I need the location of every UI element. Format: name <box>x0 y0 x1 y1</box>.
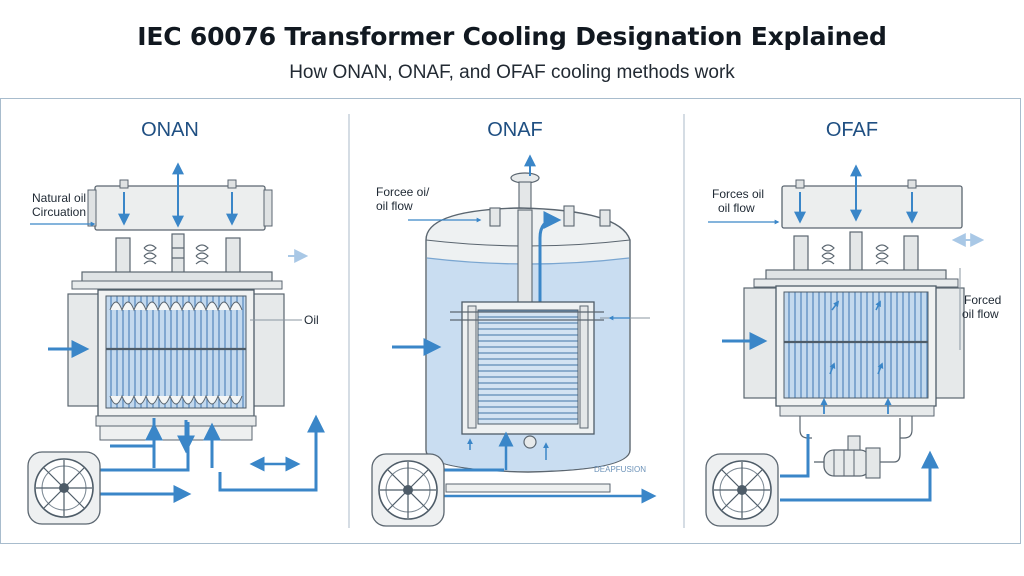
panel-onan: ONAN Natur <box>27 119 325 525</box>
conservator-tank <box>781 185 963 229</box>
label-forced-oil-flow: oil flow <box>962 307 999 321</box>
panel-title-onan: ONAN <box>141 119 199 141</box>
flow-arrow-icon <box>780 450 939 502</box>
panel-title-ofaf: OFAF <box>826 119 878 141</box>
label-watermark: DEAPFUSION <box>594 465 646 474</box>
label-forced: Forced <box>964 293 1001 307</box>
label-oil-flow: oil flow <box>376 199 413 213</box>
label-forced-oil: Forcee oi/ <box>376 185 430 199</box>
conservator-tank <box>94 185 266 231</box>
page-subtitle: How ONAN, ONAF, and OFAF cooling methods… <box>289 62 735 83</box>
valve-handwheel-icon <box>510 172 540 211</box>
radiator-right <box>251 293 285 407</box>
flow-arrow-icon <box>538 211 562 318</box>
fan-icon <box>27 451 101 525</box>
cooling-diagram: ONAN Natur <box>27 114 1001 528</box>
label-oil: Oil <box>304 313 319 327</box>
bushings <box>115 233 241 275</box>
return-pipe <box>780 434 810 478</box>
fan-icon <box>371 453 445 527</box>
panel-ofaf: OFAF Forces oil <box>705 119 1001 527</box>
label-oil-flow: oil flow <box>718 201 755 215</box>
label-circulation: Circuation <box>32 205 86 219</box>
fan-icon <box>705 453 779 527</box>
page-title: IEC 60076 Transformer Cooling Designatio… <box>137 22 887 51</box>
pump-icon <box>814 418 901 479</box>
core-winding <box>783 291 929 399</box>
bushings <box>793 231 919 273</box>
core-winding <box>105 295 247 409</box>
radiator-left <box>743 287 781 399</box>
label-natural-oil: Natural oil <box>32 191 86 205</box>
panel-title-onaf: ONAF <box>487 119 543 141</box>
label-forces-oil: Forces oil <box>712 187 764 201</box>
panel-onaf: ONAF Forcee oi/ oil flow <box>371 119 657 527</box>
